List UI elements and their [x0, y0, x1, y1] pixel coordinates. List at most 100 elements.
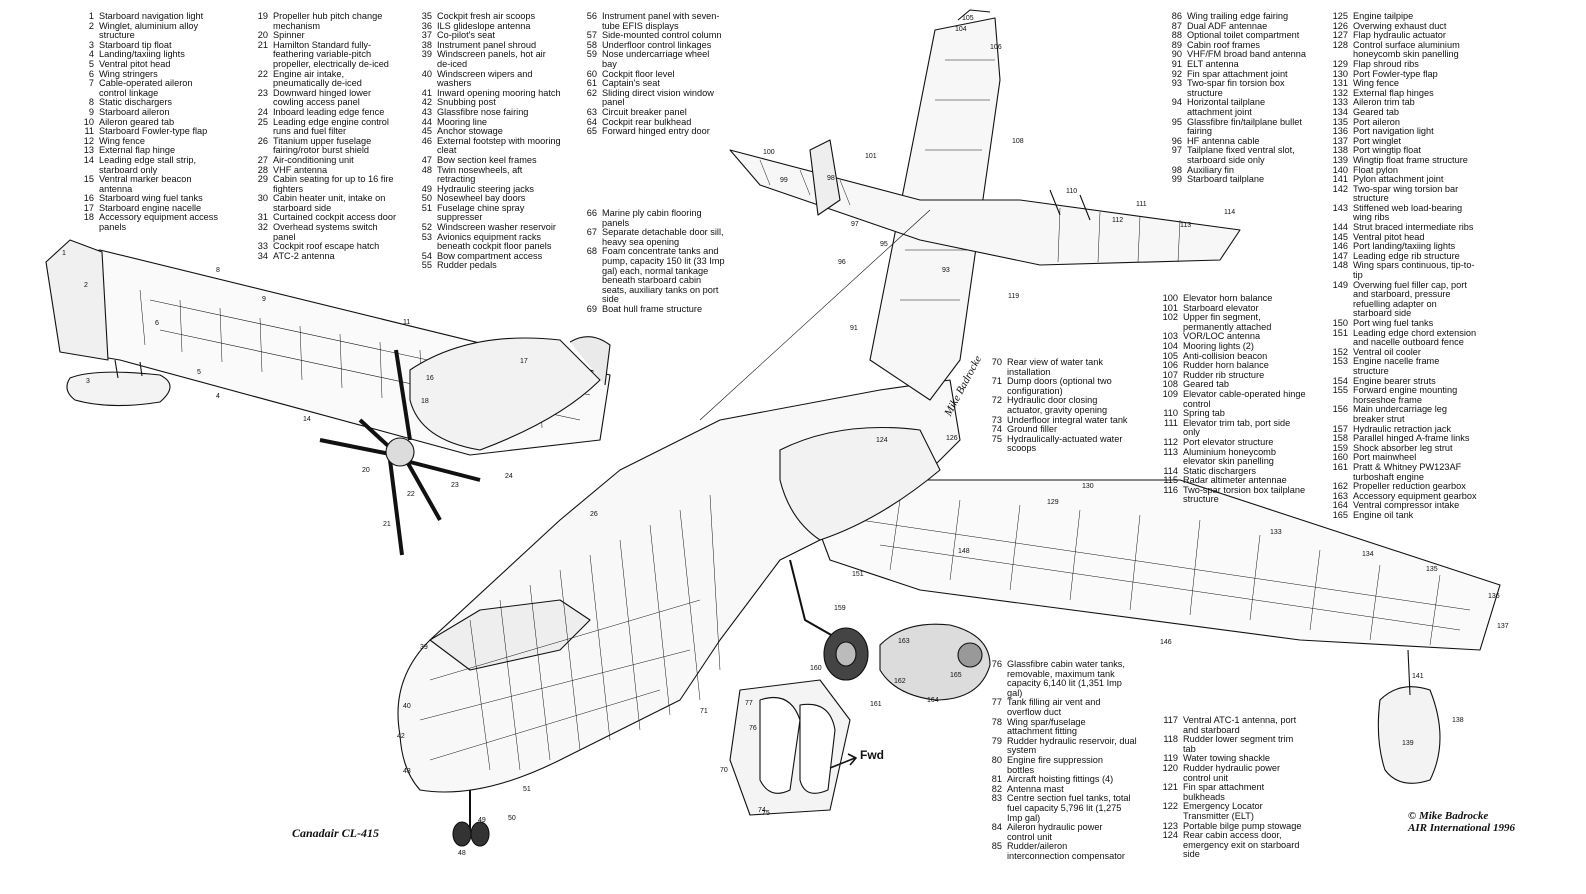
- callout-138: 138: [1452, 717, 1464, 724]
- key-description: Spring tab: [1183, 408, 1225, 419]
- key-number: 123: [1162, 820, 1178, 831]
- key-number: 76: [991, 659, 1002, 669]
- key-number: 94: [1171, 97, 1182, 108]
- key-number: 129: [1332, 58, 1348, 69]
- key-number: 142: [1332, 183, 1348, 194]
- key-number: 26: [257, 135, 268, 146]
- key-description: Wing spar/fuselage attachment fitting: [1007, 716, 1086, 737]
- key-description: VHF antenna: [273, 164, 328, 175]
- callout-77: 77: [745, 700, 753, 707]
- callout-4: 4: [216, 393, 220, 400]
- key-number: 136: [1332, 126, 1348, 137]
- port-engine-nacelle: [779, 426, 941, 541]
- key-number: 156: [1332, 404, 1348, 415]
- key-number: 106: [1162, 360, 1178, 371]
- key-description: Port navigation light: [1353, 126, 1434, 137]
- key-description: Starboard tip float: [99, 39, 172, 50]
- key-description: Upper fin segment, permanently attached: [1183, 312, 1272, 332]
- credit: © Mike Badrocke AIR International 1996: [1408, 810, 1515, 834]
- key-description: Main undercarriage leg breaker strut: [1353, 404, 1447, 424]
- key-number: 51: [421, 202, 432, 213]
- callout-163: 163: [898, 638, 910, 645]
- key-description: Control surface aluminium honeycomb skin…: [1353, 39, 1460, 60]
- key-number: 161: [1332, 461, 1348, 472]
- callout-74: 74: [758, 807, 766, 814]
- callout-124: 124: [876, 437, 888, 444]
- key-description: Starboard Fowler-type flap: [99, 126, 208, 137]
- callout-141: 141: [1412, 673, 1424, 680]
- key-description: Rudder lower segment trim tab: [1183, 734, 1294, 754]
- key-description: Static dischargers: [1183, 465, 1257, 476]
- key-number: 2: [88, 20, 94, 31]
- key-description: Water towing shackle: [1183, 753, 1270, 764]
- key-description: ELT antenna: [1187, 58, 1239, 69]
- key-description: Port wingtip float: [1353, 145, 1421, 156]
- key-item: 136 Port navigation light: [1320, 127, 1516, 137]
- key-description: Engine bearer struts: [1353, 375, 1436, 386]
- key-number: 143: [1332, 202, 1348, 213]
- key-number: 103: [1162, 331, 1178, 342]
- callout-113: 113: [1180, 222, 1191, 229]
- key-description: Spinner: [273, 30, 305, 41]
- callout-98: 98: [827, 175, 835, 182]
- key-number: 46: [421, 135, 432, 146]
- key-number: 92: [1171, 68, 1182, 79]
- callout-134: 134: [1362, 551, 1374, 558]
- key-description: Propeller hub pitch change mechanism: [273, 11, 383, 31]
- key-description: Leading edge chord extension and nacelle…: [1353, 327, 1477, 348]
- key-number: 4: [88, 49, 94, 60]
- key-number: 127: [1332, 30, 1348, 41]
- key-description: Shock absorber leg strut: [1353, 442, 1453, 453]
- callout-114: 114: [1224, 209, 1235, 216]
- key-description: Leading edge rib structure: [1353, 250, 1460, 261]
- key-number: 14: [83, 154, 94, 165]
- key-description: Starboard tailplane: [1187, 174, 1265, 185]
- key-description: Leading edge stall strip, starboard only: [99, 154, 197, 175]
- callout-164: 164: [927, 697, 939, 704]
- key-description: Rudder pedals: [437, 260, 497, 271]
- key-number: 147: [1332, 250, 1348, 261]
- key-number: 32: [257, 222, 268, 233]
- key-description: Fuselage chine spray suppresser: [437, 202, 525, 223]
- callout-76: 76: [749, 725, 757, 732]
- key-number: 111: [1164, 417, 1178, 428]
- key-number: 132: [1332, 87, 1348, 98]
- key-description: Cockpit rear bulkhead: [602, 116, 692, 127]
- key-description: Overhead systems switch panel: [273, 222, 378, 242]
- callout-110: 110: [1066, 188, 1077, 195]
